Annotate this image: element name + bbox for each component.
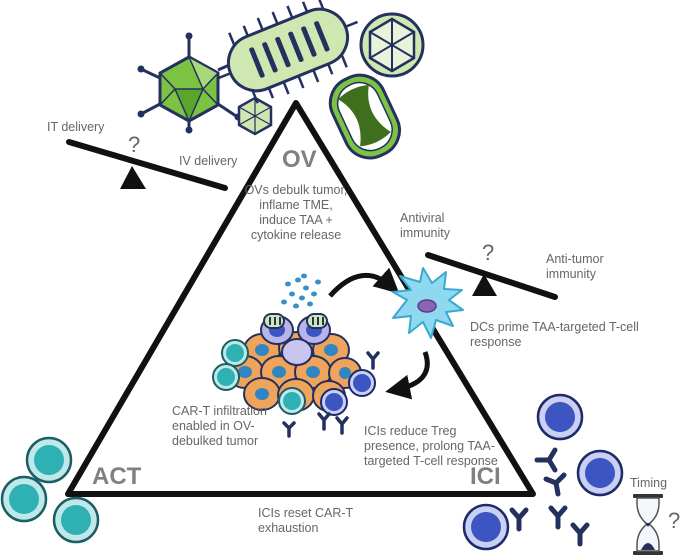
immunity-seesaw-icon <box>425 252 558 300</box>
delivery-seesaw-icon <box>66 139 228 191</box>
t-cells-outer <box>462 393 624 551</box>
iv-delivery-label: IV delivery <box>179 154 238 168</box>
poxvirus-icon <box>217 0 359 104</box>
it-delivery-label: IT delivery <box>47 120 105 134</box>
corner-label-ov: OV <box>282 146 317 173</box>
car-t-cells-inner <box>212 339 306 415</box>
dc-priming-text: DCs prime TAA-targeted T-cell response <box>470 320 639 349</box>
hexagonal-virus-icon <box>359 12 425 78</box>
arrow-to-dc <box>328 267 400 298</box>
car-t-cells-outer <box>0 436 100 544</box>
ici-treg-text: ICIs reduce Treg presence, prolong TAA-t… <box>364 424 498 468</box>
cytokine-blobs <box>281 273 321 309</box>
hourglass-icon <box>633 494 663 555</box>
immunity-question-mark: ? <box>482 240 495 265</box>
delivery-question-mark: ? <box>128 132 141 157</box>
antibodies-outer <box>509 447 590 547</box>
t-cells-inner <box>320 369 376 416</box>
corner-label-act: ACT <box>92 463 142 490</box>
adenovirus-icon <box>137 32 242 134</box>
arrow-to-tcells <box>385 351 430 400</box>
timing-question-mark: ? <box>668 508 681 533</box>
antitumor-immunity-label: Anti-tumor immunity <box>546 252 604 281</box>
antibodies-inner <box>282 351 380 438</box>
dendritic-cell-icon <box>392 267 464 339</box>
cart-infiltration-text: CAR-T infiltration enabled in OV-debulke… <box>172 404 267 448</box>
bacteriophage-capsule-icon <box>328 73 401 160</box>
timing-label: Timing <box>630 476 668 490</box>
small-virus-icon <box>237 96 273 136</box>
corner-label-ici: ICI <box>470 463 501 490</box>
ov-effects-text: OVs debulk tumor, inflame TME, induce TA… <box>244 183 348 242</box>
ici-reset-text: ICIs reset CAR-T exhaustion <box>258 506 353 535</box>
antiviral-immunity-label: Antiviral immunity <box>400 211 451 240</box>
